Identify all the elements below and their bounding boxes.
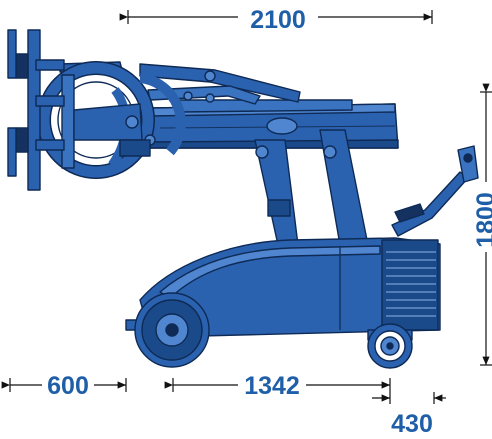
vacuum-frame [7, 29, 65, 191]
label-wheelbase: 1342 [244, 372, 300, 400]
label-rear-overhang: 430 [391, 410, 433, 438]
chassis [125, 237, 441, 337]
lift-cylinder [254, 129, 369, 246]
dimension-overall-length [119, 10, 433, 24]
operator-handle [391, 145, 479, 237]
dimension-rear-overhang [372, 392, 446, 404]
label-front-overhang: 600 [47, 372, 89, 400]
dimension-front-overhang [1, 378, 127, 392]
front-wheel [134, 292, 210, 368]
dimension-height [480, 83, 492, 366]
machine [7, 29, 479, 369]
rear-wheel [367, 323, 413, 369]
rotating-head [37, 61, 186, 179]
label-height: 1800 [472, 192, 492, 248]
upper-linkage [139, 63, 301, 105]
battery-grille [386, 251, 436, 317]
label-overall-length: 2100 [250, 6, 306, 34]
dimension-wheelbase [164, 378, 391, 392]
